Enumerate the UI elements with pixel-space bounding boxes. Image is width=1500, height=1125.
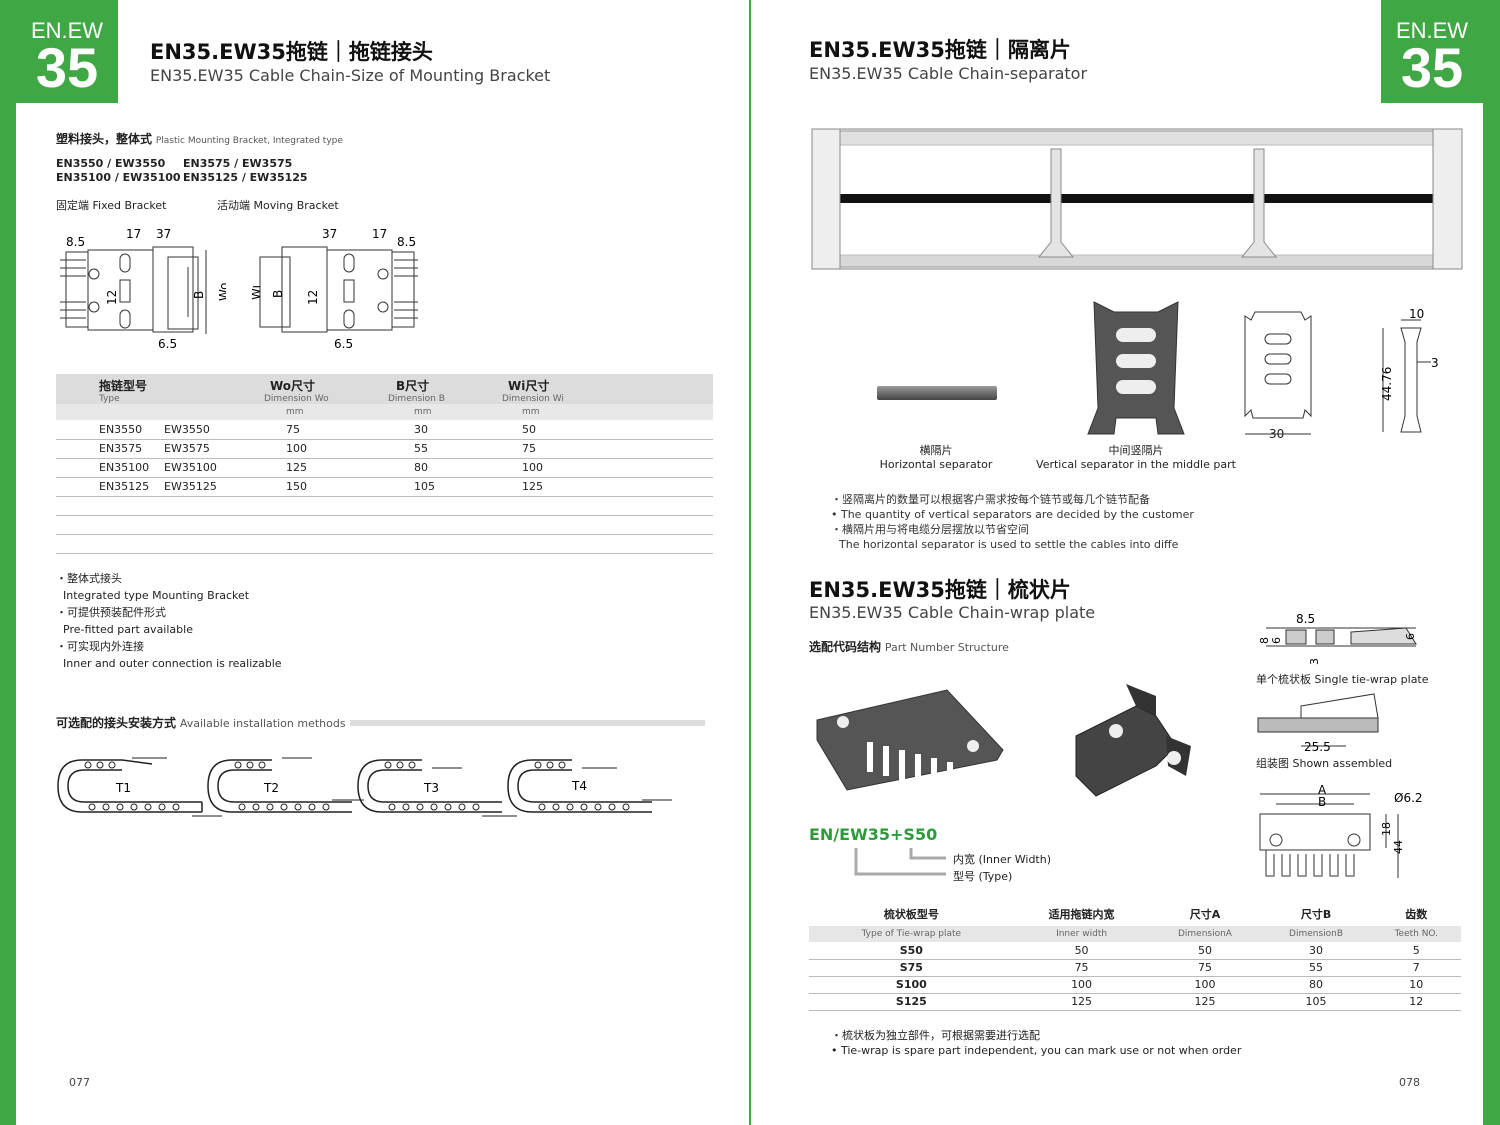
svg-text:6.5: 6.5 <box>334 337 353 351</box>
badge-series: EN.EW <box>30 18 104 43</box>
single-tie-wrap-caption: 单个梳状板 Single tie-wrap plate <box>1256 673 1429 686</box>
page-number: 077 <box>69 1076 90 1089</box>
install-type-label: T3 <box>423 781 439 795</box>
part-number-heading: 选配代码结构 Part Number Structure <box>809 640 1009 654</box>
install-type-label: T4 <box>571 779 587 793</box>
bracket-notes: ・整体式接头 Integrated type Mounting Bracket … <box>56 572 282 670</box>
svg-text:44: 44 <box>1392 840 1405 854</box>
left-page: EN.EW 35 EN35.EW35拖链｜拖链接头 EN35.EW35 Cabl… <box>16 0 749 1125</box>
page-title: EN35.EW35拖链｜拖链接头 <box>150 40 433 64</box>
section-title: EN35.EW35拖链｜梳状片 <box>809 578 1071 602</box>
fixed-bracket-label: 固定端 Fixed Bracket <box>56 199 167 212</box>
svg-text:B: B <box>271 290 285 298</box>
svg-text:3: 3 <box>1308 658 1321 665</box>
badge-number: 35 <box>35 36 99 99</box>
svg-text:B: B <box>192 291 206 299</box>
moving-bracket-label: 活动端 Moving Bracket <box>217 199 339 212</box>
install-type-label: T2 <box>263 781 279 795</box>
svg-text:6: 6 <box>1270 637 1283 644</box>
section-heading: 塑料接头，整体式 Plastic Mounting Bracket, Integ… <box>56 132 343 146</box>
page-number: 078 <box>1399 1076 1420 1089</box>
assembled-tie-wrap-drawing: 25.5 <box>1257 693 1379 754</box>
svg-text:Wo: Wo <box>217 282 226 301</box>
svg-text:12: 12 <box>105 290 119 305</box>
assembled-caption: 组装图 Shown assembled <box>1256 757 1393 770</box>
svg-text:8: 8 <box>1258 637 1271 644</box>
moving-bracket-drawing: 37 17 8.5 Wi B 12 6.5 <box>252 227 418 351</box>
svg-text:37: 37 <box>322 227 337 241</box>
install-type-label: T1 <box>115 781 131 795</box>
tie-wrap-assembled-image <box>1075 684 1191 797</box>
part-code: EN/EW35+S50 <box>809 825 938 844</box>
vertical-separator-image <box>1087 301 1185 435</box>
svg-text:8.5: 8.5 <box>66 235 85 249</box>
svg-text:6.5: 6.5 <box>158 337 177 351</box>
svg-text:44.76: 44.76 <box>1380 367 1394 401</box>
series-badge-left: EN.EW 35 <box>16 0 118 103</box>
svg-text:25.5: 25.5 <box>1304 740 1331 754</box>
page-subtitle: EN35.EW35 Cable Chain-Size of Mounting B… <box>150 66 551 85</box>
svg-text:17: 17 <box>372 227 387 241</box>
heading-rule <box>350 720 705 726</box>
install-heading: 可选配的接头安装方式 Available installation method… <box>56 716 346 730</box>
page-subtitle: EN35.EW35 Cable Chain-separator <box>809 64 1088 83</box>
tie-wrap-dimension-drawing: A B Ø6.2 18 44 <box>1259 783 1423 878</box>
svg-text:3: 3 <box>1431 356 1439 370</box>
badge-number: 35 <box>1400 36 1464 99</box>
part-code-leader-lines <box>854 848 946 876</box>
svg-text:Ø6.2: Ø6.2 <box>1394 791 1423 805</box>
right-page: EN35.EW35拖链｜隔离片 EN35.EW35 Cable Chain-se… <box>751 0 1483 1125</box>
svg-text:12: 12 <box>306 290 320 305</box>
svg-text:17: 17 <box>126 227 141 241</box>
install-methods-drawing: T1 T2 T3 T4 <box>57 757 672 817</box>
svg-text:37: 37 <box>156 227 171 241</box>
page-title: EN35.EW35拖链｜隔离片 <box>809 38 1071 62</box>
svg-text:6: 6 <box>1404 633 1417 640</box>
horizontal-separator-image <box>877 386 997 400</box>
svg-text:30: 30 <box>1269 427 1284 441</box>
svg-text:8.5: 8.5 <box>1296 612 1315 626</box>
fixed-bracket-drawing: 8.5 17 37 12 B Wo 6.5 <box>60 227 226 351</box>
svg-text:10: 10 <box>1409 307 1424 321</box>
svg-text:A: A <box>1318 783 1327 797</box>
svg-text:8.5: 8.5 <box>397 235 416 249</box>
tie-wrap-notes: ・梳状板为独立部件，可根据需要进行选配 • Tie-wrap is spare … <box>831 1029 1242 1057</box>
single-tie-wrap-drawing: 8.5 8 6 6 3 <box>1258 612 1417 665</box>
series-badge-right: EN.EW 35 <box>1381 0 1483 103</box>
svg-text:B: B <box>1318 795 1326 809</box>
section-subtitle: EN35.EW35 Cable Chain-wrap plate <box>809 603 1096 622</box>
vertical-separator-drawing: 30 <box>1244 311 1312 441</box>
separator-profile-drawing: 10 3 44.76 <box>1380 307 1439 433</box>
chain-separator-diagram <box>811 128 1463 270</box>
svg-text:18: 18 <box>1380 822 1393 836</box>
svg-text:Wi: Wi <box>252 285 263 300</box>
separator-notes: ・竖隔离片的数量可以根据客户需求按每个链节或每几个链节配备 • The quan… <box>831 493 1194 551</box>
code-inner-width: 内宽 (Inner Width) <box>953 853 1052 866</box>
badge-series: EN.EW <box>1395 18 1469 43</box>
code-type: 型号 (Type) <box>953 870 1013 883</box>
tie-wrap-plate-image <box>816 689 1004 791</box>
